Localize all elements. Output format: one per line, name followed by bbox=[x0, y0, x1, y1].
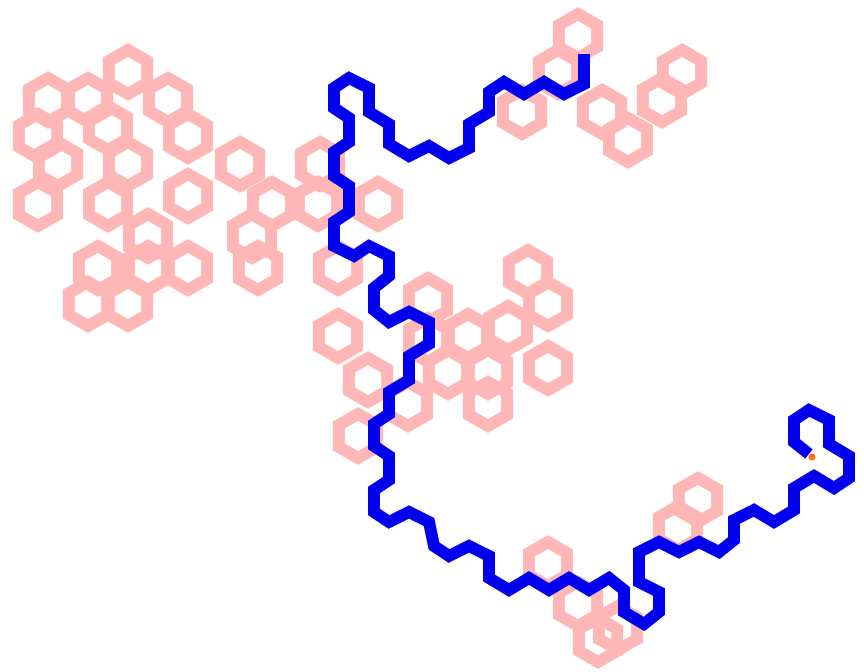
visited-hex-cell bbox=[496, 83, 548, 141]
current-path bbox=[328, 54, 855, 632]
visited-hex-cell bbox=[82, 175, 134, 233]
visited-hex-cell bbox=[602, 111, 654, 169]
visited-hex-cell bbox=[636, 71, 688, 129]
walker-marker bbox=[808, 453, 816, 461]
visited-hex-cell bbox=[62, 275, 114, 333]
visited-hex-cell bbox=[312, 307, 364, 365]
visited-hex-cell bbox=[102, 275, 154, 333]
visited-hex-cell bbox=[214, 135, 266, 193]
visited-hex-cell bbox=[522, 275, 574, 333]
visited-hex-trail bbox=[12, 7, 724, 669]
visited-hex-cell bbox=[572, 611, 624, 669]
visited-hex-cell bbox=[226, 207, 278, 265]
visited-hex-cell bbox=[32, 135, 84, 193]
visited-hex-cell bbox=[122, 207, 174, 265]
visited-hex-cell bbox=[522, 339, 574, 397]
visited-hex-cell bbox=[342, 351, 394, 409]
visited-hex-cell bbox=[422, 343, 474, 401]
visited-hex-cell bbox=[102, 135, 154, 193]
visited-hex-cell bbox=[12, 175, 64, 233]
visited-hex-cell bbox=[292, 175, 344, 233]
visited-hex-cell bbox=[162, 167, 214, 225]
visited-hex-cell bbox=[352, 175, 404, 233]
visited-hex-cell bbox=[162, 239, 214, 297]
visited-hex-cell bbox=[462, 343, 514, 401]
visited-hex-cell bbox=[162, 107, 214, 165]
walk-line bbox=[328, 54, 855, 632]
visited-hex-cell bbox=[576, 83, 628, 141]
visited-hex-cell bbox=[462, 375, 514, 433]
visited-hex-cell bbox=[232, 239, 284, 297]
visited-hex-cell bbox=[102, 43, 154, 101]
visited-hex-cell bbox=[482, 299, 534, 357]
